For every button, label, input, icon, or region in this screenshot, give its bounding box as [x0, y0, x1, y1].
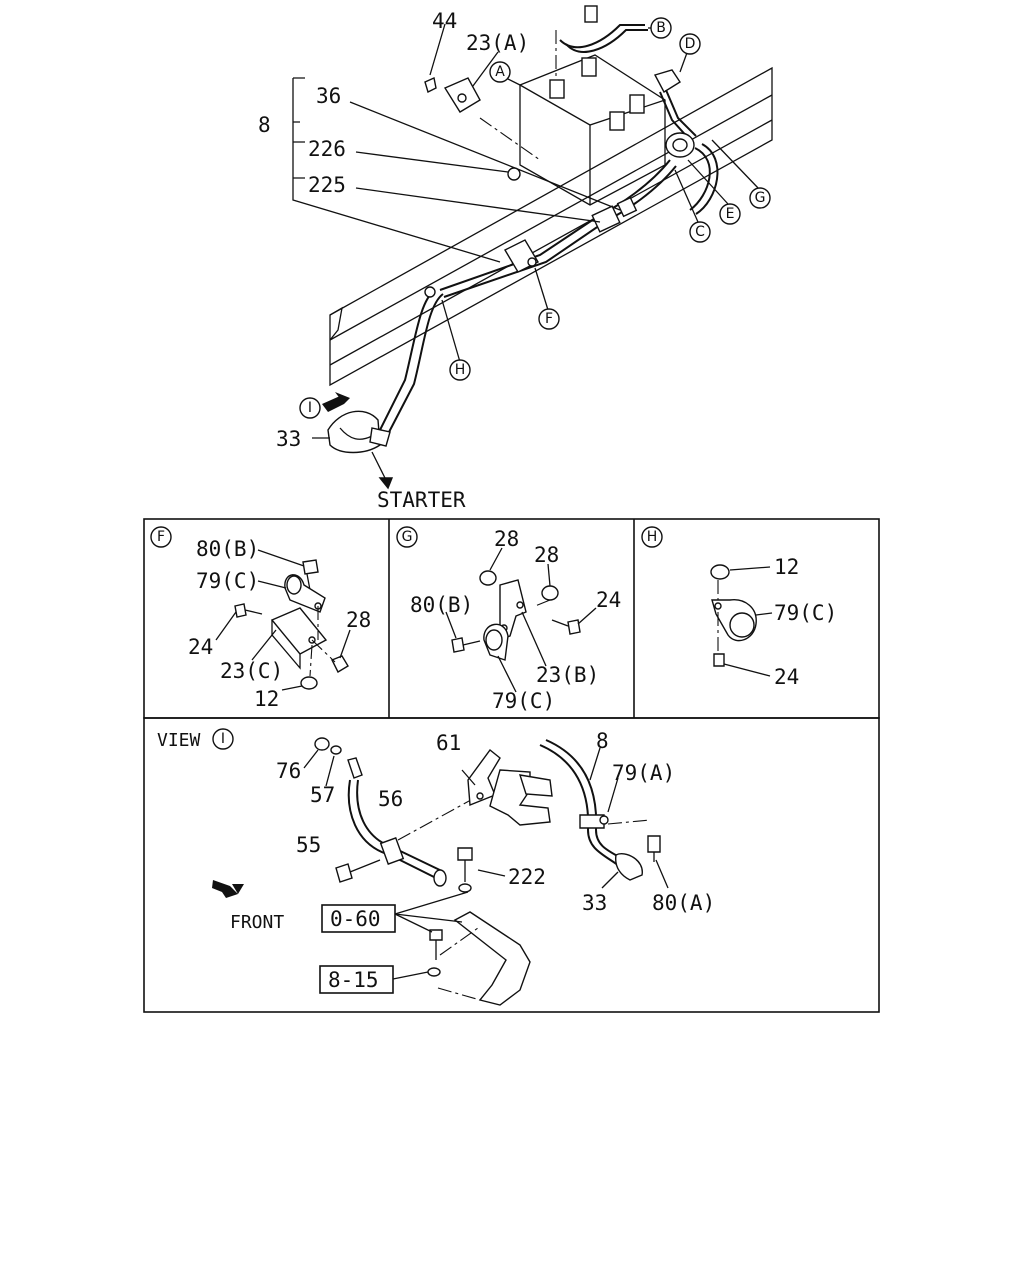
panel-h-title: H	[641, 526, 663, 548]
group-label: 8	[258, 113, 271, 137]
panel-f-part-12: 12	[254, 687, 279, 711]
svg-text:E: E	[726, 206, 735, 222]
view-label: VIEW	[157, 730, 201, 751]
main-harness	[439, 159, 671, 291]
view-i-part-55: 55	[296, 833, 321, 857]
view-i-callout: I	[212, 728, 234, 750]
mounting-bracket	[453, 911, 531, 1006]
part-226: 226	[308, 137, 346, 161]
view-i-part-80a: 80(A)	[652, 891, 715, 915]
panel-g-title: G	[396, 526, 418, 548]
callout-h: H	[449, 359, 471, 381]
front-arrow-icon	[212, 880, 244, 898]
view-i-part-56: 56	[378, 787, 403, 811]
view-i-panel: VIEW I FRONT	[157, 728, 715, 1006]
part-23a: 23(A)	[466, 31, 529, 55]
svg-text:H: H	[647, 529, 658, 545]
svg-text:G: G	[402, 529, 413, 545]
panel-g: G 28 28 80(B) 24 23(B) 79(C)	[396, 526, 621, 713]
panel-f-part-24: 24	[188, 635, 213, 659]
svg-text:0-60: 0-60	[330, 907, 381, 931]
svg-text:H: H	[455, 362, 466, 378]
callout-b: B	[650, 17, 672, 39]
svg-text:F: F	[157, 529, 165, 545]
callout-g: G	[749, 187, 771, 209]
view-i-arrow	[322, 392, 350, 412]
panel-g-part-80b: 80(B)	[410, 593, 473, 617]
part-44: 44	[432, 9, 457, 33]
panel-g-part-24: 24	[596, 588, 621, 612]
panel-g-part-23b: 23(B)	[536, 663, 599, 687]
panel-h: H 12 79(C) 24	[641, 526, 837, 689]
callout-e: E	[719, 203, 741, 225]
view-i-part-33: 33	[582, 891, 607, 915]
panel-f: F 80(B) 79(C) 28 24 23(C) 12	[150, 526, 371, 711]
part-33: 33	[276, 427, 301, 451]
callout-i: I	[299, 397, 321, 419]
ref-box-0-60: 0-60	[321, 904, 396, 933]
panel-h-part-24: 24	[774, 665, 799, 689]
main-view: STARTER 8 44 23(A) 36 226 225 33	[258, 5, 773, 512]
frame-rail	[329, 66, 773, 387]
front-label: FRONT	[230, 912, 284, 933]
callout-f: F	[538, 308, 560, 330]
view-i-part-76: 76	[276, 759, 301, 783]
svg-text:I: I	[308, 400, 312, 416]
panel-h-part-12: 12	[774, 555, 799, 579]
view-i-part-79a: 79(A)	[612, 761, 675, 785]
part-225: 225	[308, 173, 346, 197]
panel-f-part-23c: 23(C)	[220, 659, 283, 683]
svg-text:I: I	[221, 731, 225, 747]
callout-c: C	[689, 221, 711, 243]
panel-f-part-79c: 79(C)	[196, 569, 259, 593]
battery-box	[519, 54, 666, 206]
view-i-part-8: 8	[596, 729, 609, 753]
callout-d: D	[679, 33, 701, 55]
panel-h-part-79c: 79(C)	[774, 601, 837, 625]
ref-box-8-15: 8-15	[319, 965, 394, 994]
panel-g-part-28b: 28	[534, 543, 559, 567]
panel-g-part-79c: 79(C)	[492, 689, 555, 713]
view-i-part-61: 61	[436, 731, 461, 755]
view-i-part-57: 57	[310, 783, 335, 807]
group-bracket-8	[292, 78, 501, 263]
starter-label: STARTER	[377, 488, 466, 512]
battery-cable-b	[559, 24, 645, 49]
svg-text:G: G	[755, 190, 766, 206]
svg-text:B: B	[656, 20, 666, 36]
panel-f-title: F	[150, 526, 172, 548]
svg-text:A: A	[495, 64, 505, 80]
svg-text:C: C	[695, 224, 705, 240]
callout-a: A	[489, 61, 511, 83]
panel-g-part-28a: 28	[494, 527, 519, 551]
panel-f-part-80b: 80(B)	[196, 537, 259, 561]
svg-text:F: F	[545, 311, 553, 327]
svg-text:D: D	[685, 36, 696, 52]
svg-text:8-15: 8-15	[328, 968, 379, 992]
part-36: 36	[316, 84, 341, 108]
view-i-part-222: 222	[508, 865, 546, 889]
view-i-panel-frame	[143, 717, 880, 1013]
panel-f-part-28: 28	[346, 608, 371, 632]
